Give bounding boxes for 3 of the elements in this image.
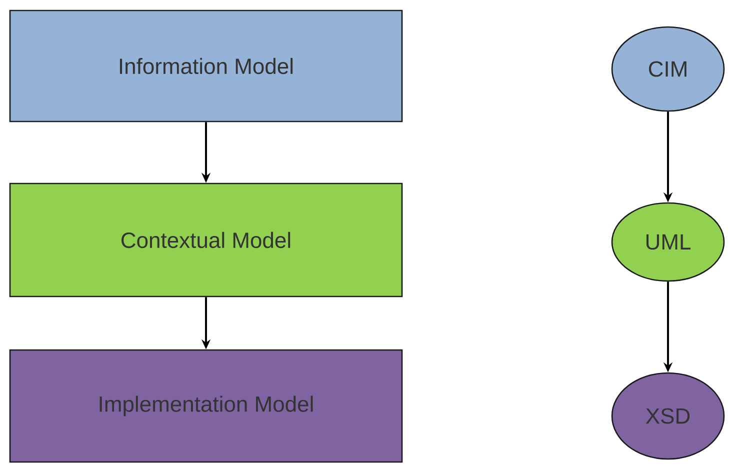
process-box: Contextual Model bbox=[9, 182, 403, 298]
process-box: Implementation Model bbox=[9, 349, 403, 463]
process-box: Information Model bbox=[9, 10, 403, 122]
